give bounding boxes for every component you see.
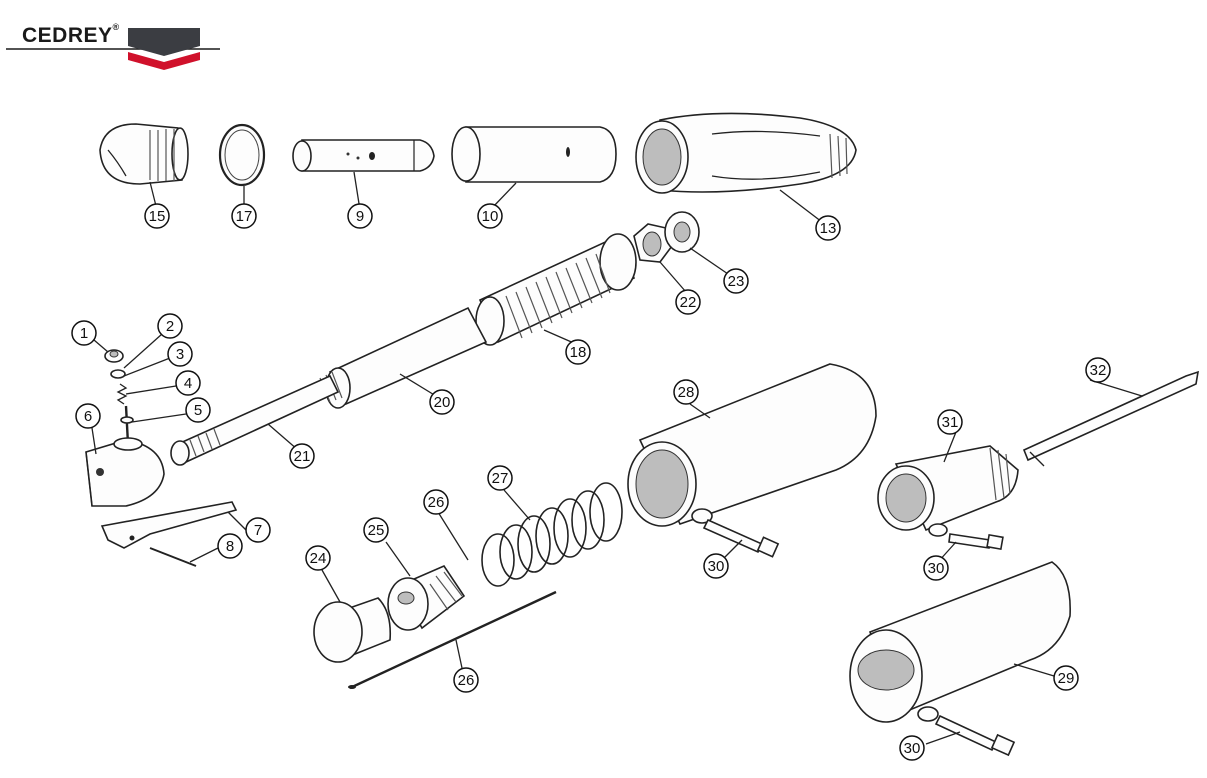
part-17-ring [218,123,266,187]
svg-text:27: 27 [492,470,509,487]
svg-text:28: 28 [678,384,695,401]
svg-text:22: 22 [680,294,697,311]
callout-17: 17 [231,203,257,229]
part-1-button [104,349,124,363]
callout-28: 28 [673,379,699,405]
callout-20: 20 [429,389,455,415]
callout-30-b: 30 [923,555,949,581]
part-13-handle [635,112,857,194]
part-29-large-cylinder [849,561,1071,723]
svg-text:13: 13 [820,220,837,237]
part-28-cylinder [627,363,877,527]
svg-text:7: 7 [254,522,262,539]
svg-text:30: 30 [928,560,945,577]
svg-text:18: 18 [570,344,587,361]
brand-emblem [6,28,220,70]
svg-text:8: 8 [226,538,234,555]
callout-27: 27 [487,465,513,491]
part-25-valve-seat [387,564,466,631]
callout-15: 15 [144,203,170,229]
part-30-bolt-b [948,533,1004,551]
callout-2: 2 [157,313,183,339]
part-15-cap [99,123,189,185]
callout-26-upper: 26 [423,489,449,515]
part-4-spring [116,383,128,405]
part-27-coil-spring [481,482,623,587]
callout-18: 18 [565,339,591,365]
part-21-rod [170,374,340,466]
callout-24: 24 [305,545,331,571]
callout-8: 8 [217,533,243,559]
callout-30-c: 30 [899,735,925,761]
callout-10: 10 [477,203,503,229]
svg-text:26: 26 [428,494,445,511]
svg-text:21: 21 [294,448,311,465]
callout-6: 6 [75,403,101,429]
part-30-bolt-c [934,714,1016,757]
brand-chevron-red [128,52,200,70]
callout-26-lower: 26 [453,667,479,693]
svg-text:4: 4 [184,375,192,392]
callout-9: 9 [347,203,373,229]
part-23-washer [664,211,700,253]
callout-21: 21 [289,443,315,469]
callout-1: 1 [71,320,97,346]
part-24-plug [313,597,392,663]
callout-7: 7 [245,517,271,543]
part-10-sleeve [451,126,617,183]
callout-29: 29 [1053,665,1079,691]
part-9-pin [292,139,435,172]
callout-22: 22 [675,289,701,315]
callout-4: 4 [175,370,201,396]
brand-name: CEDREY® [22,22,120,47]
part-3-oring [110,369,126,379]
svg-text:30: 30 [904,740,921,757]
part-32-chisel [1022,370,1200,467]
callout-32: 32 [1085,357,1111,383]
svg-text:17: 17 [236,208,253,225]
svg-text:5: 5 [194,402,202,419]
svg-text:31: 31 [942,414,959,431]
part-6-valve-block [85,437,165,507]
callout-23: 23 [723,268,749,294]
svg-text:30: 30 [708,558,725,575]
svg-text:6: 6 [84,408,92,425]
svg-text:9: 9 [356,208,364,225]
svg-text:32: 32 [1090,362,1107,379]
callout-25: 25 [363,517,389,543]
part-20-barrel [319,306,488,409]
svg-text:2: 2 [166,318,174,335]
svg-text:10: 10 [482,208,499,225]
callout-5: 5 [185,397,211,423]
part-31-chuck [877,445,1019,537]
svg-text:29: 29 [1058,670,1075,687]
svg-text:26: 26 [458,672,475,689]
callout-30-a: 30 [703,553,729,579]
svg-text:15: 15 [149,208,166,225]
part-8-lever-pin [149,547,197,567]
svg-text:3: 3 [176,346,184,363]
callout-31: 31 [937,409,963,435]
callout-13: 13 [815,215,841,241]
callout-3: 3 [167,341,193,367]
part-18-spring-tube [475,233,637,346]
brand-logo: CEDREY® [6,18,222,72]
svg-text:20: 20 [434,394,451,411]
svg-text:1: 1 [80,325,88,342]
part-7-trigger-lever [100,501,238,549]
brand-chevron-dark [128,28,200,56]
svg-text:25: 25 [368,522,385,539]
svg-text:23: 23 [728,273,745,290]
svg-text:24: 24 [310,550,327,567]
registered-mark: ® [112,22,120,32]
part-26-needle [348,590,557,690]
part-30-bolt-a [702,518,780,558]
